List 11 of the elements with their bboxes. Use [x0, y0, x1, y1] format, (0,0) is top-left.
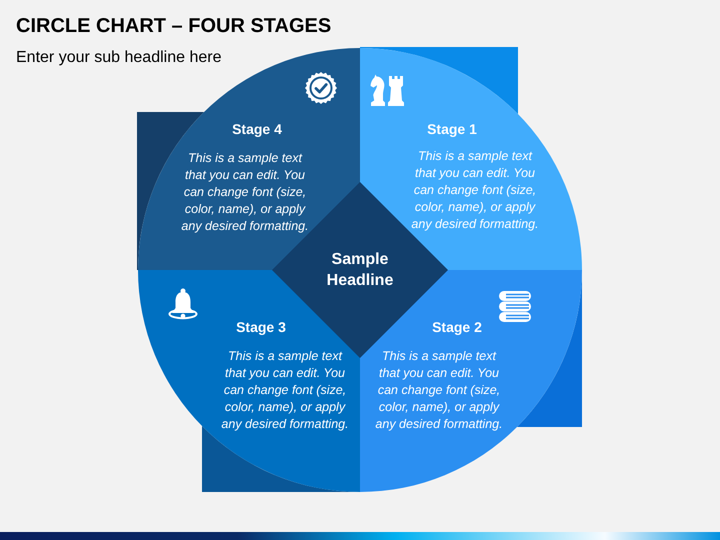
- stage-description: This is a sample text that you can edit. You can change font (size, color, name), or apply any desired formatting.: [180, 150, 310, 235]
- subtitle: Enter your sub headline here: [16, 49, 222, 67]
- headline-text: Sample Headline: [326, 250, 394, 291]
- stage-description: This is a sample text that you can edit. You can change font (size, color, name), or apply any desired formatting.: [374, 348, 504, 433]
- stage-title: Stage 4: [232, 121, 282, 137]
- stage-description: This is a sample text that you can edit. You can change font (size, color, name), or apply any desired formatting.: [410, 148, 540, 233]
- stage-title: Stage 1: [427, 121, 477, 137]
- stage-title: Stage 3: [236, 319, 286, 335]
- stage-title: Stage 2: [432, 319, 482, 335]
- stage-description: This is a sample text that you can edit. You can change font (size, color, name), or apply any desired formatting.: [220, 348, 350, 433]
- page-title: CIRCLE CHART – FOUR STAGES: [16, 15, 332, 38]
